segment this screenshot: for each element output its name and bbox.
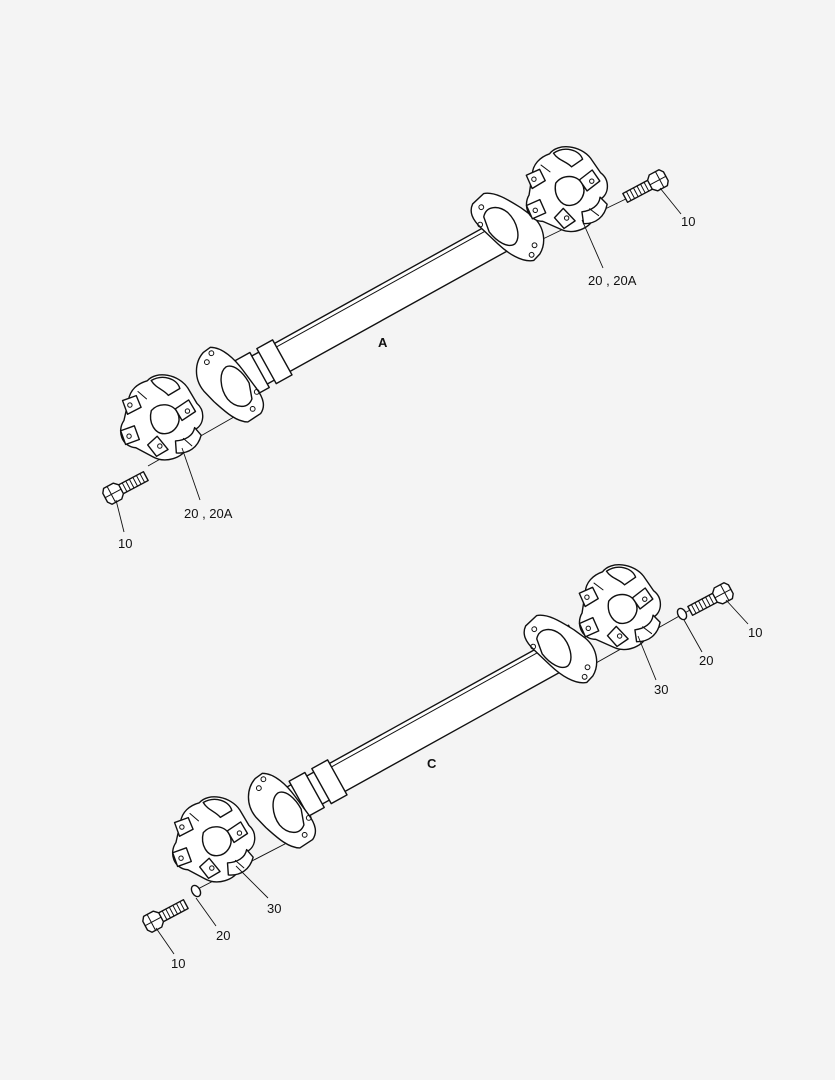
leader-c-upper-bolt [725, 599, 749, 625]
assembly-c-lower-washer [190, 884, 202, 898]
callout-c-upper-washer: 20 [699, 653, 713, 668]
callout-c-upper-spider: 30 [654, 682, 668, 697]
leader-c-lower-bolt [155, 927, 175, 955]
assembly-a-lower-bolt [100, 467, 151, 507]
leader-c-lower-washer [195, 897, 217, 927]
assembly-a-lower-spider [116, 371, 207, 464]
callout-c-lower-spider: 30 [267, 901, 281, 916]
assembly-label-a: A [378, 335, 388, 350]
assembly-label-c: C [427, 756, 437, 771]
leader-c-upper-washer [683, 619, 703, 653]
leader-a-lower-bolt [115, 499, 125, 533]
callout-a-lower-bolt: 10 [118, 536, 132, 551]
callout-a-upper-spider: 20 , 20A [588, 273, 637, 288]
callout-c-lower-bolt: 10 [171, 956, 185, 971]
assembly-c-upper-washer [676, 607, 688, 621]
assembly-c-lower-bolt [140, 895, 191, 935]
callout-c-lower-washer: 20 [216, 928, 230, 943]
leader-a-upper-spider [581, 219, 604, 269]
leader-a-upper-bolt [659, 187, 682, 215]
leader-a-lower-spider [181, 447, 201, 501]
leader-c-upper-spider [637, 635, 657, 681]
assembly-a-upper-bolt [620, 167, 671, 207]
callout-a-upper-bolt: 10 [681, 214, 695, 229]
callout-c-upper-bolt: 10 [748, 625, 762, 640]
assembly-c: 10 20 30 C 30 20 10 [140, 558, 762, 971]
assembly-a: 10 20 , 20A A 20 , 20A 10 [100, 140, 695, 551]
leader-c-lower-spider [235, 865, 269, 899]
assembly-c-upper-bolt [685, 580, 736, 620]
callout-a-lower-spider: 20 , 20A [184, 506, 233, 521]
assembly-c-lower-spider [168, 793, 259, 886]
